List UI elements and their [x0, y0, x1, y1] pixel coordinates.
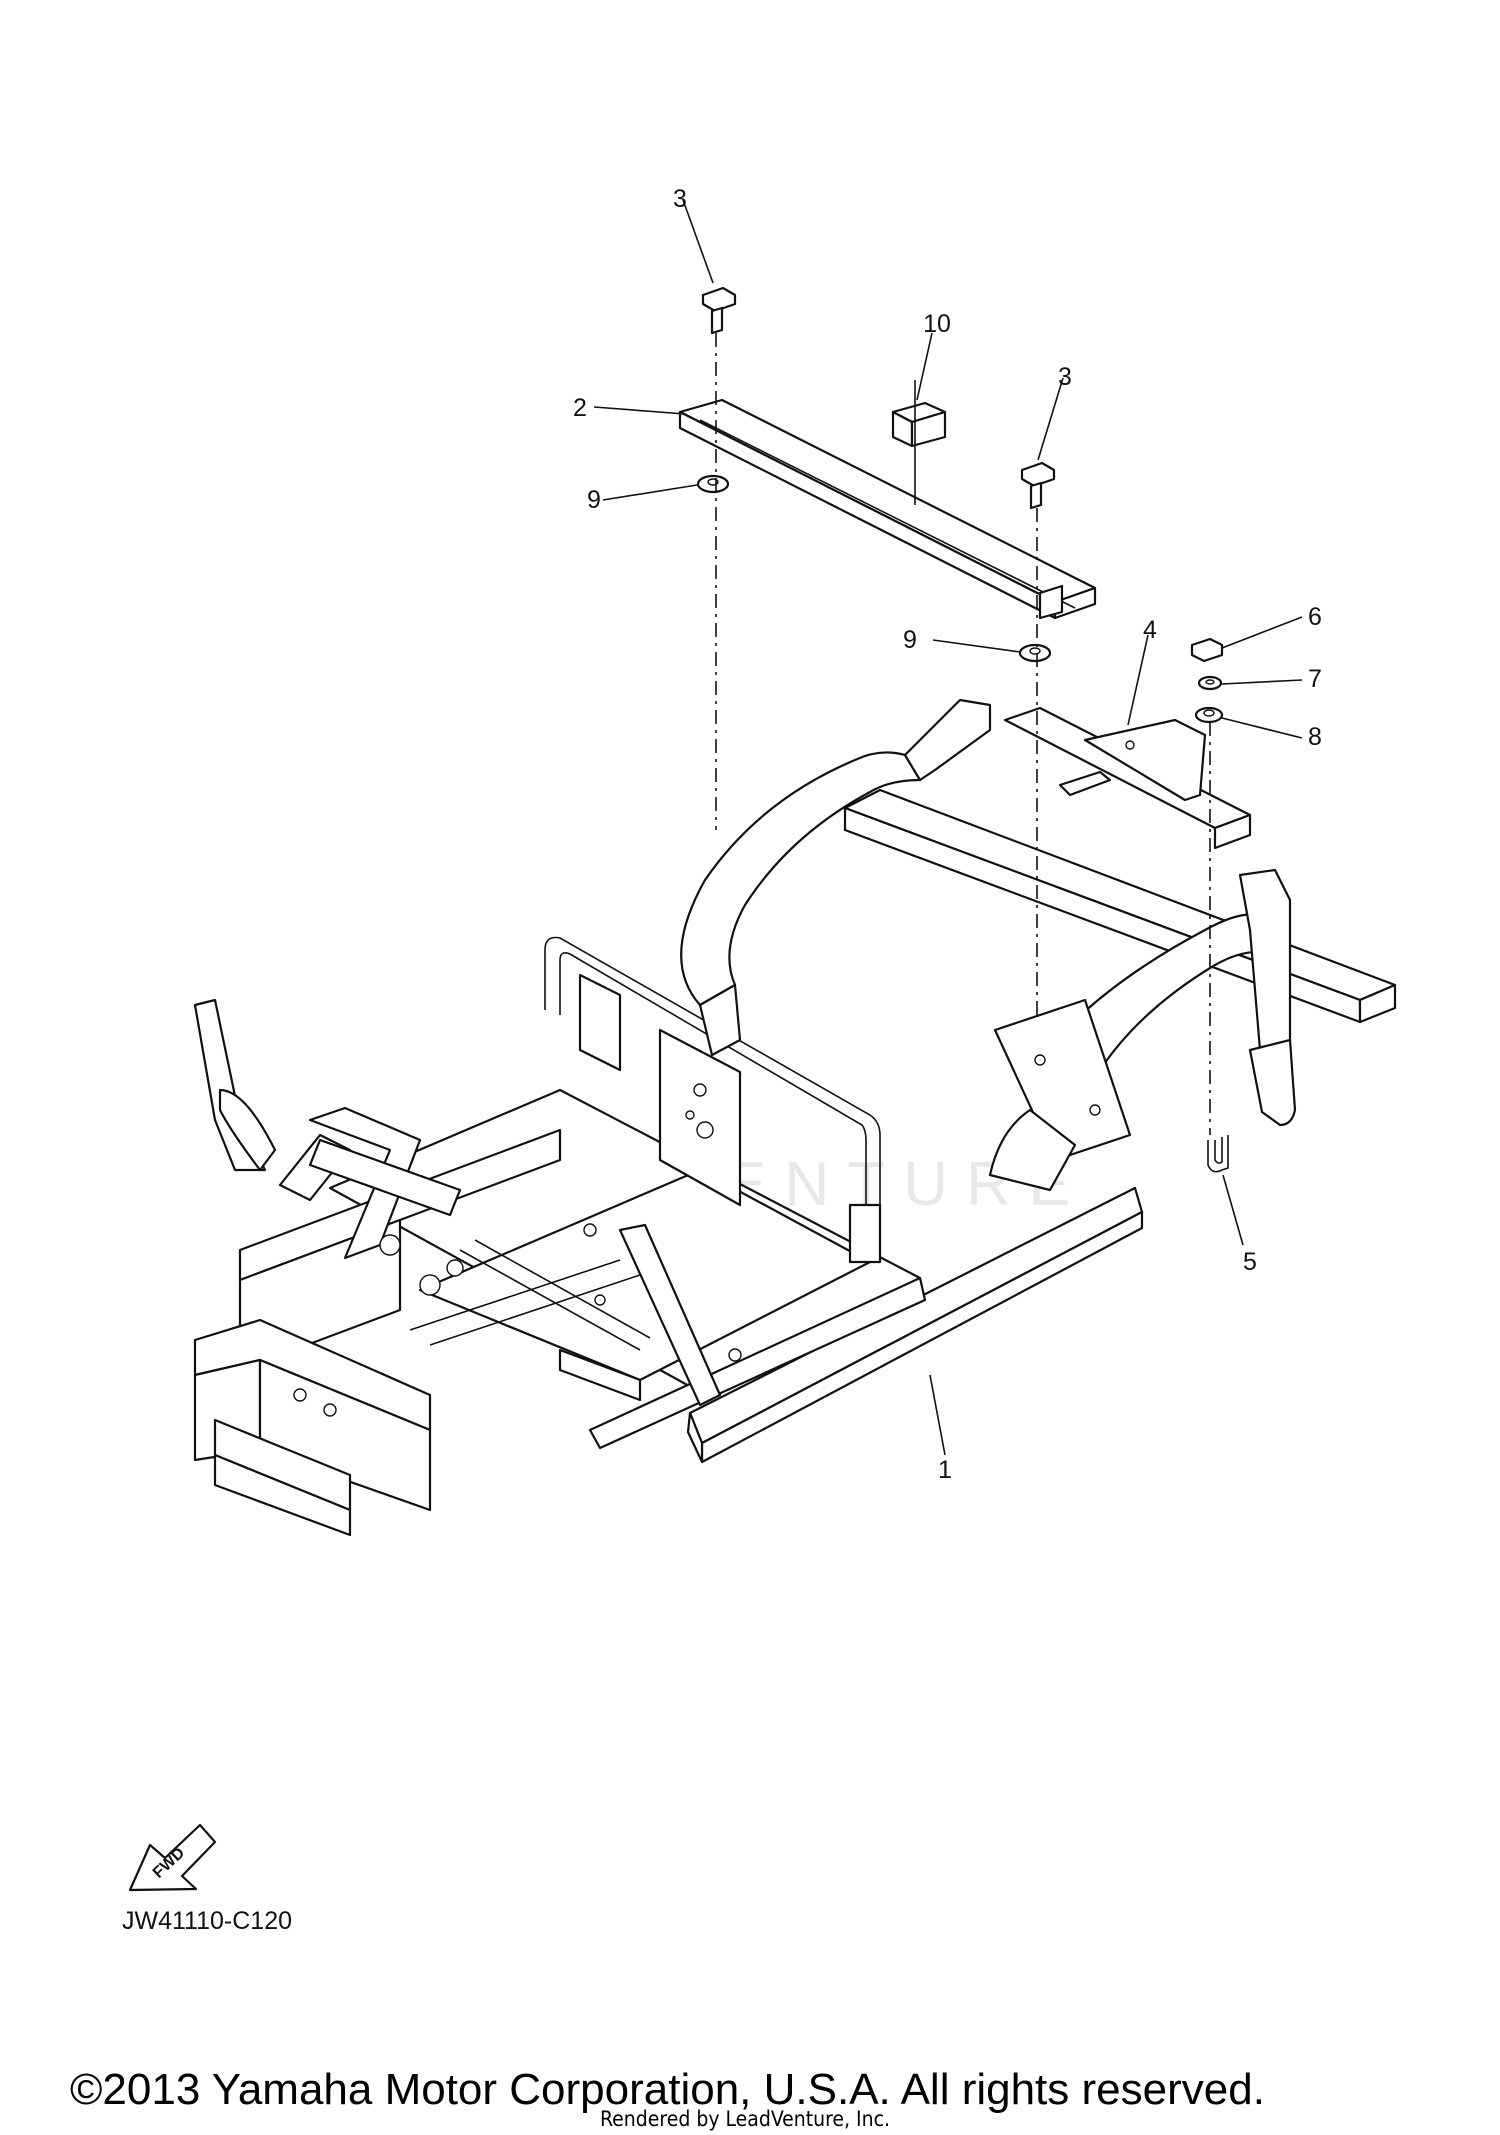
- callout-labels: 1 2 3 3 4 5 6 7 8 9 9 10: [573, 185, 1322, 1484]
- copyright-notice: ©2013 Yamaha Motor Corporation, U.S.A. A…: [70, 2065, 1265, 2114]
- callout-10: 10: [923, 310, 951, 338]
- fwd-arrow-icon: FWD: [128, 1823, 217, 1892]
- flat-washer-part[interactable]: [1194, 706, 1224, 724]
- u-bolt-part[interactable]: [1207, 1135, 1229, 1173]
- bolt-part-top[interactable]: [701, 286, 737, 335]
- callout-9-top: 9: [587, 486, 601, 514]
- callout-5: 5: [1243, 1248, 1257, 1276]
- callout-7: 7: [1308, 665, 1322, 693]
- callout-2: 2: [573, 394, 587, 422]
- diagram-code: JW41110-C120: [122, 1907, 292, 1935]
- callout-3-mid: 3: [1058, 363, 1072, 391]
- bracket-part[interactable]: [1003, 706, 1252, 850]
- callout-9-mid: 9: [903, 626, 917, 654]
- block-part[interactable]: [891, 401, 947, 448]
- callout-4: 4: [1143, 616, 1157, 644]
- frame-part[interactable]: [193, 698, 1397, 1537]
- leader-lines: [593, 199, 1303, 1456]
- lock-washer-part[interactable]: [1197, 675, 1223, 691]
- callout-1: 1: [938, 1456, 952, 1484]
- washer-part-mid[interactable]: [1018, 643, 1052, 663]
- bolt-part-mid[interactable]: [1020, 461, 1056, 510]
- assembly-lines: [715, 333, 1211, 1135]
- nut-part[interactable]: [1190, 637, 1224, 663]
- rail-part[interactable]: [678, 398, 1097, 620]
- callout-8: 8: [1308, 723, 1322, 751]
- callout-3-top: 3: [673, 185, 687, 213]
- rendered-by-note: Rendered by LeadVenture, Inc.: [600, 2107, 890, 2131]
- callout-6: 6: [1308, 603, 1322, 631]
- washer-part-top[interactable]: [696, 474, 730, 494]
